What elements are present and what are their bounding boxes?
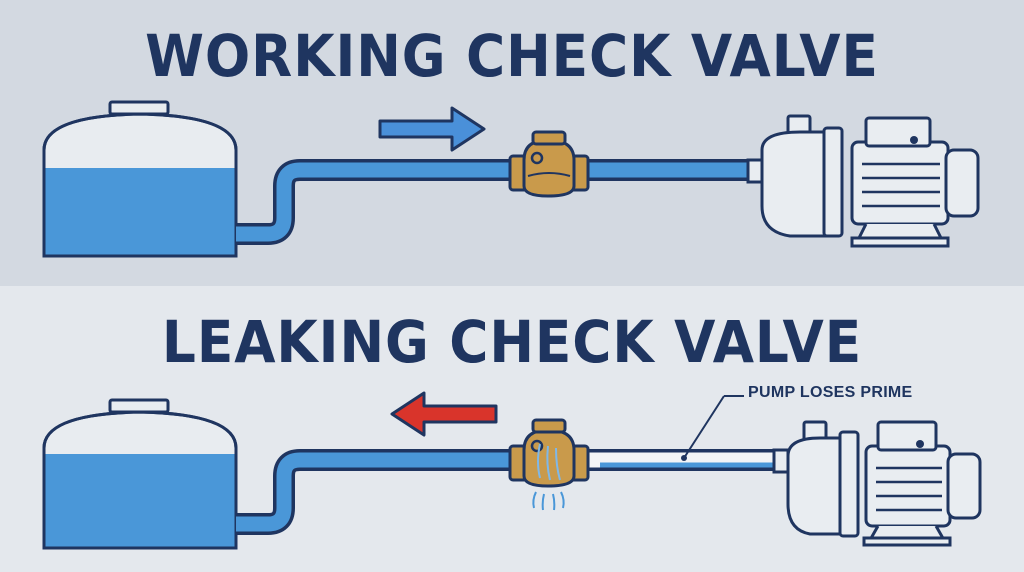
bottom-pipe-water bbox=[236, 449, 520, 535]
backflow-arrow bbox=[390, 391, 498, 437]
top-flow-arrow bbox=[378, 106, 486, 152]
bottom-pipe-empty bbox=[580, 449, 780, 471]
top-check-valve bbox=[508, 130, 590, 198]
leak-drips bbox=[532, 491, 565, 511]
pump-loses-prime-callout: PUMP LOSES PRIME bbox=[748, 384, 913, 401]
callout-leader bbox=[681, 395, 744, 461]
top-tank bbox=[42, 100, 238, 258]
working-valve-title: WORKING CHECK VALVE bbox=[145, 22, 879, 90]
bottom-tank bbox=[42, 398, 238, 550]
top-pump bbox=[746, 114, 980, 248]
leaking-valve-title: LEAKING CHECK VALVE bbox=[161, 308, 863, 376]
bottom-check-valve bbox=[508, 418, 590, 488]
top-pipe bbox=[236, 159, 760, 245]
bottom-pump bbox=[772, 420, 982, 547]
